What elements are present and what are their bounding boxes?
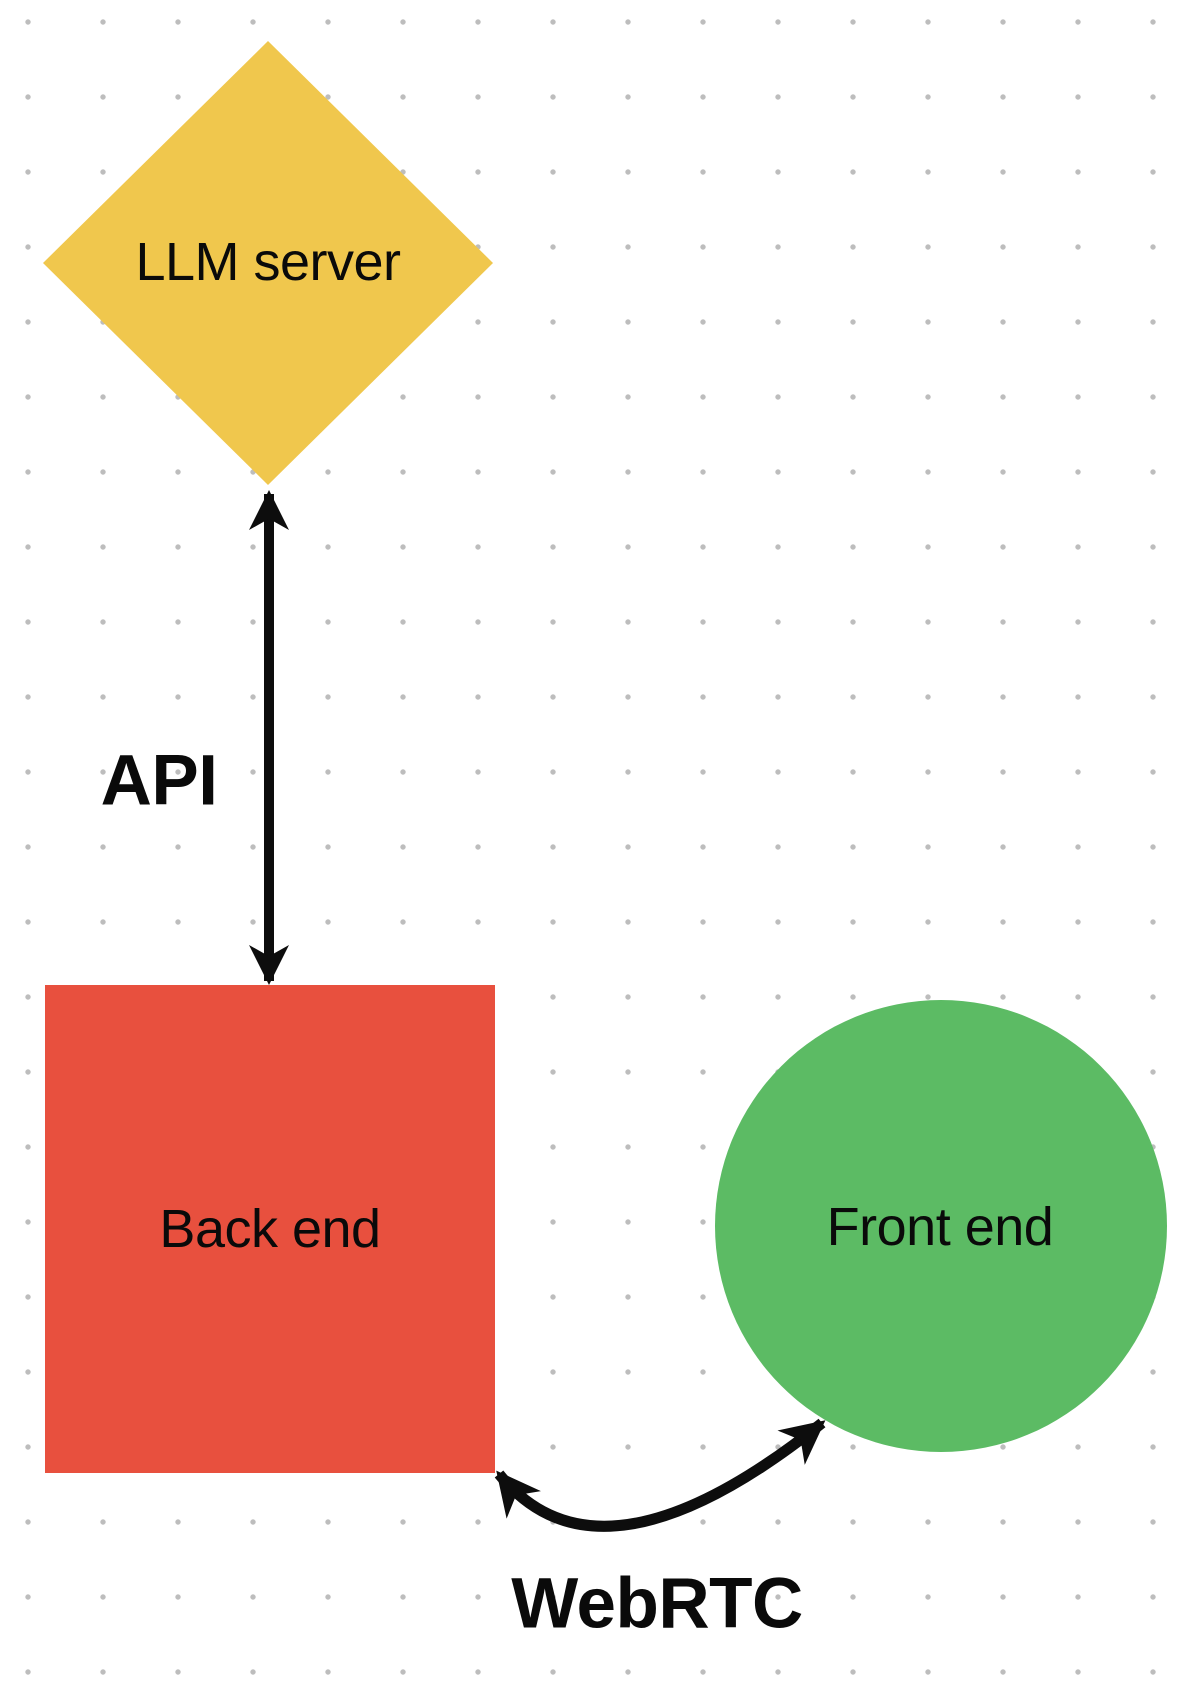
llm-server-label[interactable]: LLM server (135, 232, 401, 292)
webrtc-edge-label[interactable]: WebRTC (511, 1564, 803, 1644)
webrtc-arrow[interactable] (494, 1418, 826, 1532)
back-end-shape[interactable] (45, 985, 495, 1473)
back-end-label[interactable]: Back end (159, 1199, 381, 1259)
front-end-label[interactable]: Front end (826, 1197, 1054, 1257)
front-end-shape[interactable] (715, 1000, 1167, 1452)
llm-server-shape[interactable] (43, 41, 493, 485)
api-edge-label[interactable]: API (100, 741, 218, 821)
